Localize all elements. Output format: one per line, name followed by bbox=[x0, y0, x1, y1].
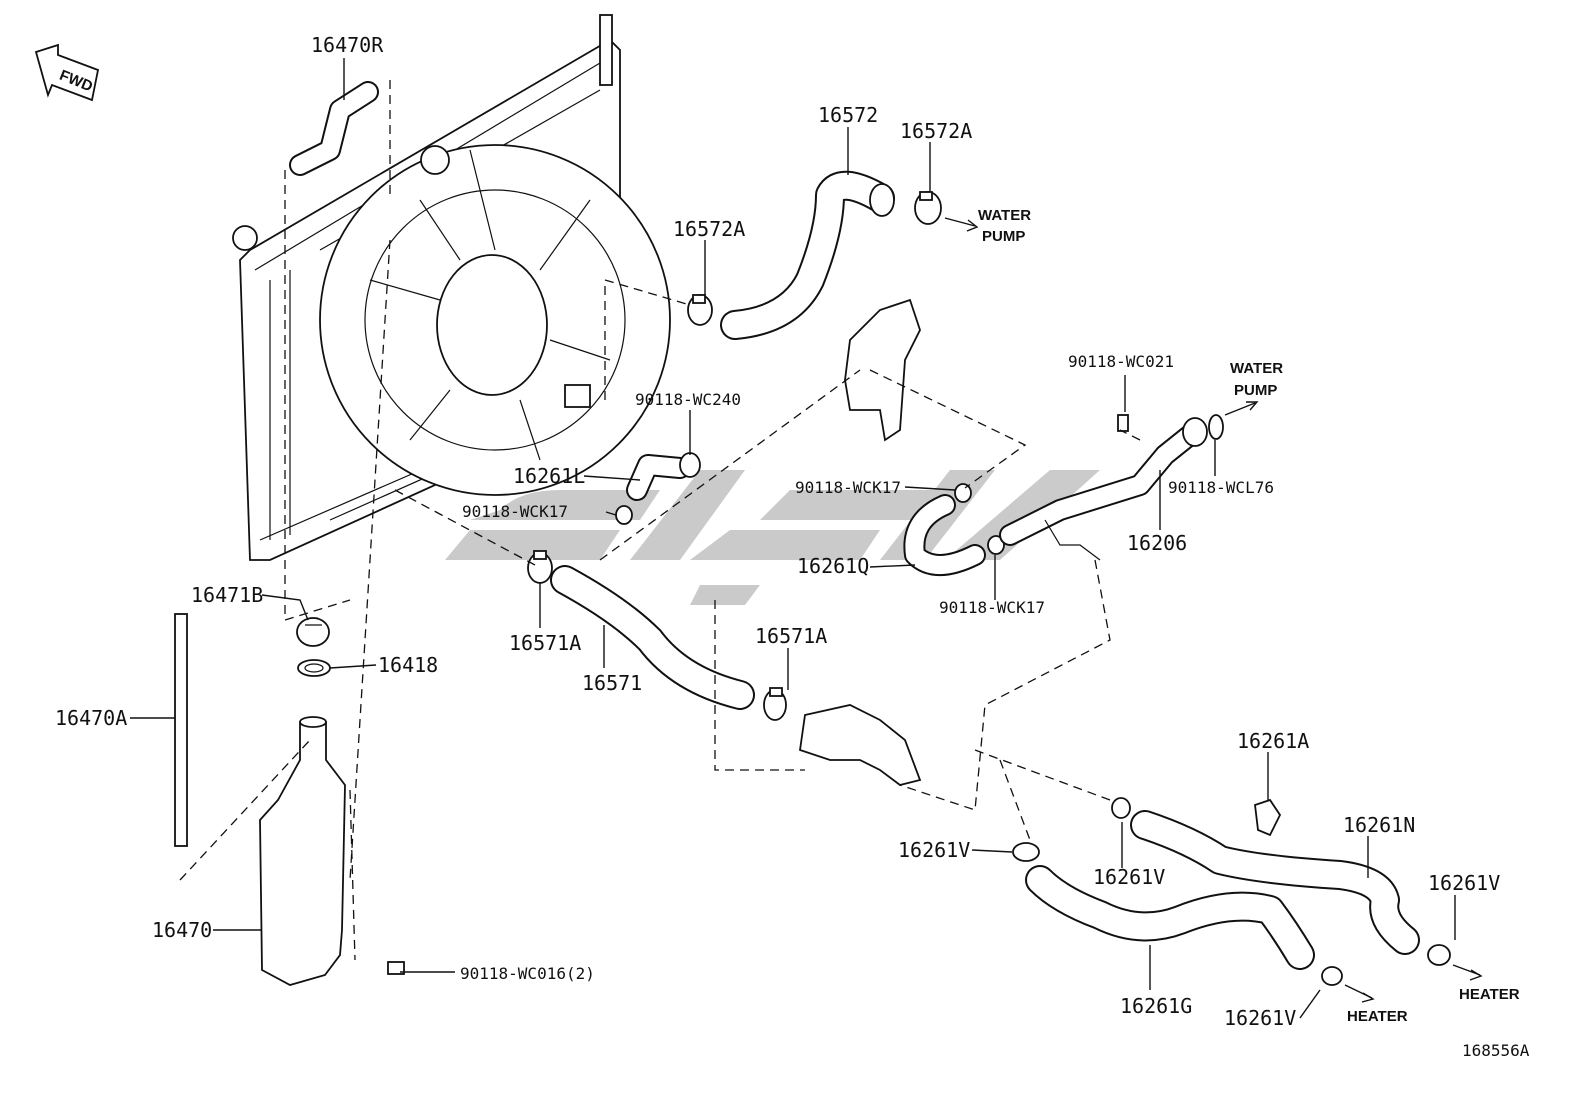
water-inlet-housing bbox=[799, 704, 922, 786]
water-outlet-bracket bbox=[844, 298, 921, 442]
cap-16471B bbox=[296, 617, 330, 647]
label-90118-WCK17-b: 90118-WCK17 bbox=[795, 478, 901, 497]
clamp-90118-WCK17-a bbox=[615, 505, 633, 525]
note-water-pump-top-line1: WATER bbox=[978, 207, 1031, 224]
arrow-right-icon bbox=[1224, 401, 1259, 416]
label-16470A: 16470A bbox=[55, 706, 127, 730]
label-90118-WCK17-a: 90118-WCK17 bbox=[462, 502, 568, 521]
label-90118-WC021: 90118-WC021 bbox=[1068, 352, 1174, 371]
note-heater-b: HEATER bbox=[1459, 986, 1520, 1003]
clamp-90118-WC240 bbox=[679, 452, 701, 478]
label-16261V-a: 16261V bbox=[898, 838, 970, 862]
bolt-90118-WC021 bbox=[1117, 414, 1129, 432]
diagram-id: 168556A bbox=[1462, 1041, 1530, 1060]
label-16261V-b: 16261V bbox=[1093, 865, 1165, 889]
arrow-right-icon bbox=[1344, 984, 1375, 1003]
notes: WATER PUMP WATER PUMP HEATER HEATER bbox=[978, 207, 1520, 1025]
arrow-right-icon bbox=[1452, 964, 1483, 981]
radiator-assembly bbox=[232, 14, 671, 561]
label-16571A-left: 16571A bbox=[509, 631, 581, 655]
dashed-reference-lines bbox=[179, 80, 1141, 961]
watermark-logo bbox=[445, 470, 1100, 605]
label-90118-WCL76: 90118-WCL76 bbox=[1168, 478, 1274, 497]
clamp-16261V-a bbox=[1012, 842, 1040, 862]
clamp-16571A-right bbox=[763, 687, 787, 721]
arrow-right-icon bbox=[944, 217, 979, 232]
reservoir-tank-16470 bbox=[259, 721, 346, 986]
note-water-pump-right-line1: WATER bbox=[1230, 360, 1283, 377]
note-water-pump-right-line2: PUMP bbox=[1234, 382, 1277, 399]
note-water-pump-top-line2: PUMP bbox=[982, 228, 1025, 245]
gasket-90118-WCL76 bbox=[1208, 414, 1224, 440]
part-labels: 16470R 16572 16572A 16572A 90118-WC240 1… bbox=[55, 33, 1500, 1030]
label-16261G: 16261G bbox=[1120, 994, 1192, 1018]
label-16470: 16470 bbox=[152, 918, 212, 942]
clamp-90118-WCK17-c bbox=[987, 535, 1005, 555]
clamp-16261V-b bbox=[1111, 797, 1131, 819]
label-16418: 16418 bbox=[378, 653, 438, 677]
label-16261N: 16261N bbox=[1343, 813, 1415, 837]
label-90118-WC016: 90118-WC016(2) bbox=[460, 964, 595, 983]
gasket-16418 bbox=[297, 659, 331, 677]
pipe-16470A bbox=[174, 613, 188, 847]
label-16470R: 16470R bbox=[311, 33, 384, 57]
label-16471B: 16471B bbox=[191, 583, 263, 607]
clamp-16261A bbox=[1254, 798, 1282, 837]
fwd-arrow-icon: FWD bbox=[34, 43, 100, 102]
label-16206: 16206 bbox=[1127, 531, 1187, 555]
note-heater-a: HEATER bbox=[1347, 1008, 1408, 1025]
clamp-90118-WCK17-b bbox=[954, 483, 972, 503]
label-16571A-right: 16571A bbox=[755, 624, 827, 648]
clamp-16261V-d bbox=[1321, 966, 1343, 986]
leader-lines bbox=[130, 58, 1456, 1019]
label-16572: 16572 bbox=[818, 103, 878, 127]
label-16571: 16571 bbox=[582, 671, 642, 695]
label-16572A-top: 16572A bbox=[900, 119, 972, 143]
clamp-16261V-c bbox=[1427, 944, 1451, 966]
label-90118-WCK17-c: 90118-WCK17 bbox=[939, 598, 1045, 617]
label-16261V-c: 16261V bbox=[1428, 871, 1500, 895]
label-16572A-left: 16572A bbox=[673, 217, 745, 241]
label-90118-WC240: 90118-WC240 bbox=[635, 390, 741, 409]
clamp-16572A-top bbox=[914, 191, 942, 225]
label-16261Q: 16261Q bbox=[797, 554, 869, 578]
label-16261V-d: 16261V bbox=[1224, 1006, 1296, 1030]
label-16261A: 16261A bbox=[1237, 729, 1309, 753]
clamp-16572A-left bbox=[687, 294, 713, 326]
bolt-90118-WC016 bbox=[387, 961, 405, 975]
label-16261L: 16261L bbox=[513, 464, 585, 488]
